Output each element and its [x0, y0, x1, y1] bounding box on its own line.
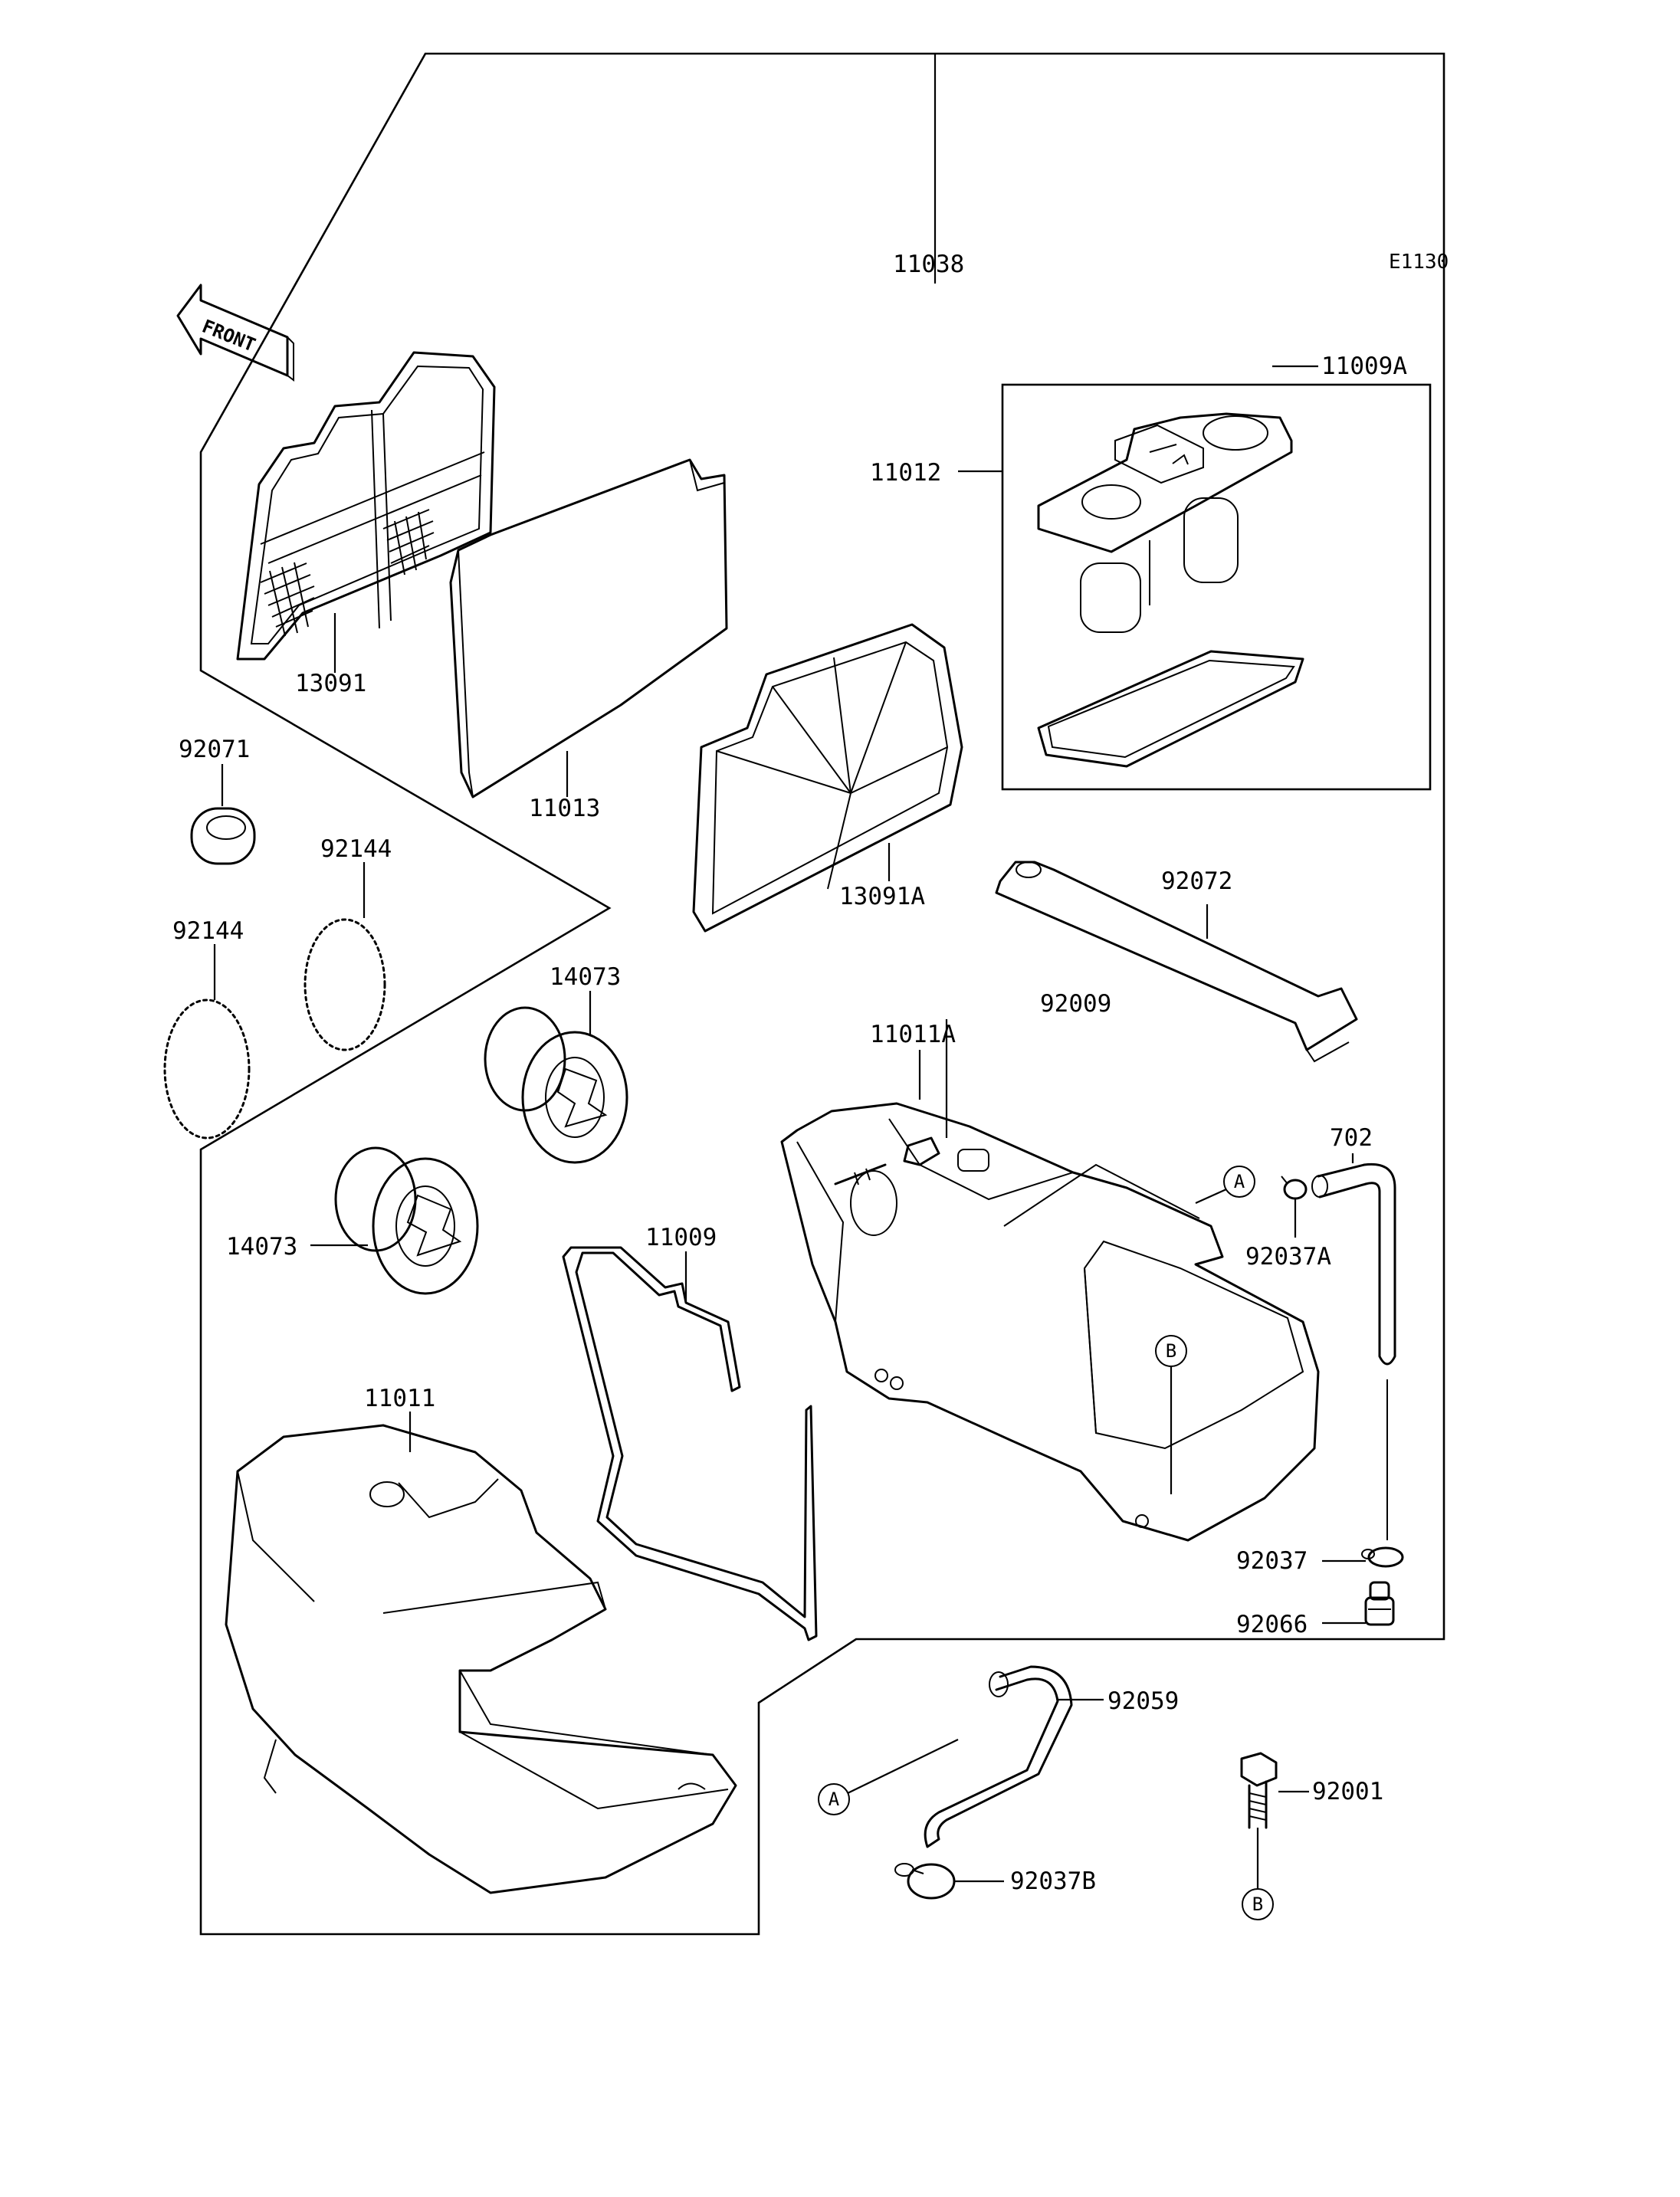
screw-92009: [834, 1136, 940, 1185]
mesh-pattern: [260, 509, 435, 637]
grommet-92071: [190, 807, 256, 865]
callout-a-lower: A: [818, 1783, 850, 1815]
part-label-702: 702: [1330, 1124, 1373, 1152]
part-label-92072: 92072: [1161, 867, 1232, 895]
part-label-11013: 11013: [529, 795, 600, 822]
part-label-92059: 92059: [1107, 1687, 1179, 1715]
diagram-code: E1130: [1389, 251, 1449, 274]
plug-14073-lower: [334, 1146, 479, 1295]
gasket-11009a: [1037, 650, 1304, 768]
plug-14073-upper: [484, 1006, 628, 1164]
air-cleaner-kit-frame: [199, 52, 1445, 1936]
part-label-11038: 11038: [893, 251, 964, 278]
part-label-92037a: 92037A: [1245, 1243, 1331, 1271]
part-label-92009: 92009: [1040, 990, 1111, 1018]
spring-92144-lower: [163, 998, 251, 1139]
part-label-92001: 92001: [1312, 1778, 1383, 1805]
part-label-13091: 13091: [295, 670, 366, 697]
clamp-92037a: [1281, 1176, 1308, 1200]
part-label-11011a: 11011A: [870, 1021, 956, 1048]
svg-text:A: A: [829, 1789, 840, 1810]
part-label-92144-lower: 92144: [172, 917, 244, 945]
clamp-92037b: [894, 1863, 956, 1900]
air-cleaner-case-11011: [225, 1424, 737, 1894]
svg-text:B: B: [1166, 1340, 1176, 1362]
filter-screen-13091: [236, 351, 496, 661]
breather-hose-702: [1311, 1162, 1396, 1540]
bracket-92072: [995, 861, 1358, 1063]
spring-92144-upper: [304, 918, 386, 1051]
part-label-92071: 92071: [179, 736, 250, 763]
clamp-92037: [1361, 1546, 1404, 1568]
part-label-14073-upper: 14073: [550, 963, 621, 991]
svg-text:A: A: [1234, 1171, 1245, 1192]
part-label-13091a: 13091A: [839, 883, 925, 910]
hose-92059: [924, 1665, 1073, 1848]
gasket-11009: [562, 1246, 818, 1641]
callout-b-lower: B: [1242, 1888, 1274, 1920]
float-chamber-frame: [1001, 383, 1432, 791]
part-label-14073-lower: 14073: [226, 1233, 297, 1261]
svg-text:B: B: [1252, 1894, 1263, 1915]
part-label-11009: 11009: [645, 1224, 717, 1251]
callout-b-upper: B: [1155, 1335, 1187, 1367]
element-frame-13091a: [692, 623, 963, 933]
front-arrow-icon: FRONT: [176, 284, 294, 382]
part-label-11012: 11012: [870, 459, 941, 487]
air-cleaner-case-11011a: [780, 1102, 1320, 1542]
foam-element-11013: [449, 458, 728, 798]
part-label-92037: 92037: [1236, 1547, 1308, 1575]
part-label-11009a: 11009A: [1321, 353, 1407, 380]
bolt-92001: [1240, 1752, 1278, 1889]
part-label-92066: 92066: [1236, 1611, 1308, 1638]
plug-92066: [1364, 1581, 1395, 1626]
float-chamber-11012: [1037, 412, 1293, 633]
part-label-92037b: 92037B: [1010, 1867, 1096, 1895]
part-label-92144-upper: 92144: [320, 835, 392, 863]
callout-a-upper: A: [1223, 1166, 1255, 1198]
part-label-11011: 11011: [364, 1385, 435, 1412]
